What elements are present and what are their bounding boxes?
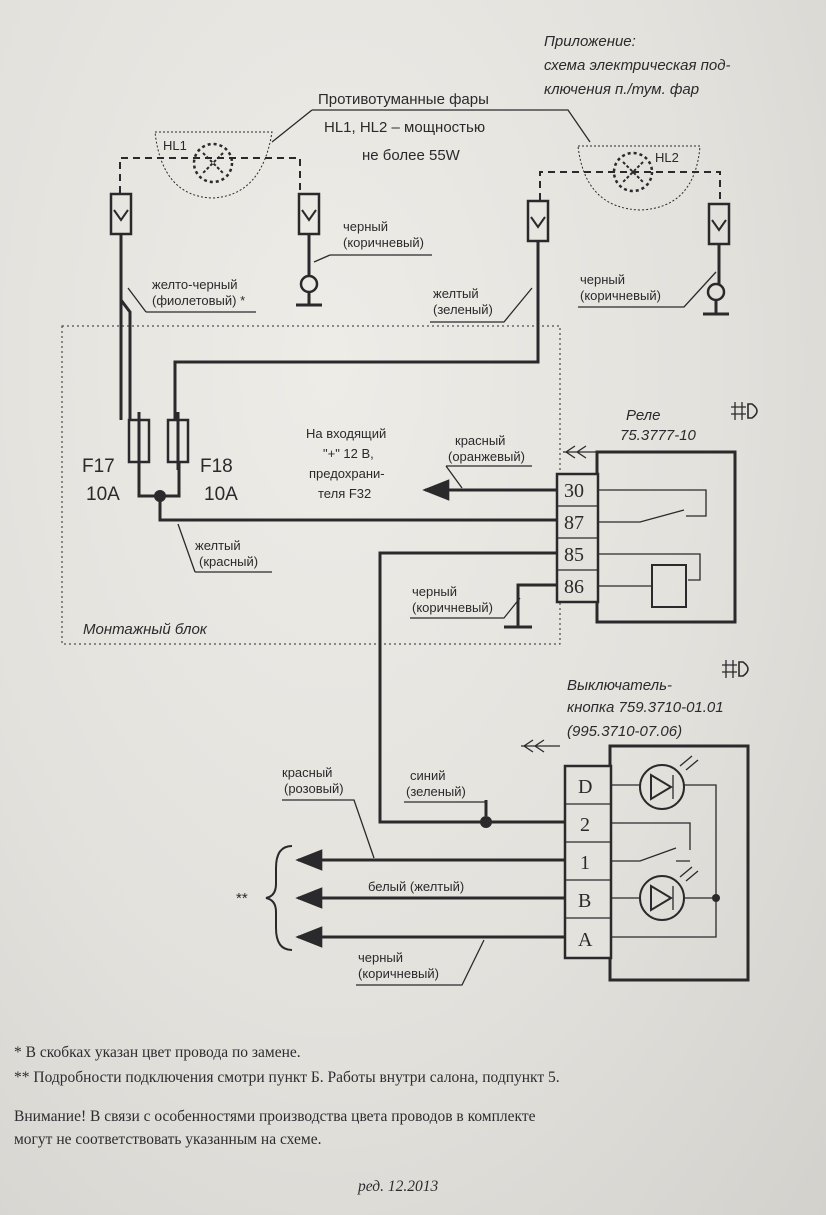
svg-text:(995.3710-07.06): (995.3710-07.06) [567, 723, 682, 740]
relay-terminal-30: 30 [564, 480, 584, 502]
svg-text:желтый: желтый [433, 286, 479, 301]
svg-text:желто-черный: желто-черный [152, 277, 237, 292]
warning-line-2: могут не соответствовать указанным на сх… [14, 1131, 322, 1148]
svg-text:(оранжевый): (оранжевый) [448, 449, 525, 464]
connector-hl2-right [707, 202, 731, 246]
fuse-f18: F18 10A [166, 412, 238, 505]
connector-hl2-left [526, 199, 550, 243]
svg-text:F18: F18 [200, 456, 233, 477]
svg-text:Противотуманные фары: Противотуманные фары [318, 91, 489, 108]
lamp-hl2-icon [612, 151, 654, 193]
svg-text:10A: 10A [86, 484, 120, 505]
ground-hl1 [296, 234, 322, 307]
svg-text:теля F32: теля F32 [318, 486, 371, 501]
svg-text:красный: красный [282, 765, 332, 780]
svg-text:предохрани-: предохрани- [309, 466, 385, 481]
switch-terminal-b: B [578, 890, 591, 912]
svg-text:(коричневый): (коричневый) [358, 966, 439, 981]
svg-text:"+" 12 В,: "+" 12 В, [323, 446, 374, 461]
ground-hl2 [703, 244, 729, 316]
svg-text:(розовый): (розовый) [284, 781, 344, 796]
svg-text:Приложение:: Приложение: [544, 33, 636, 50]
fuse-junction [154, 490, 166, 502]
svg-text:(фиолетовый) *: (фиолетовый) * [152, 293, 245, 308]
ground-relay-86 [504, 583, 557, 629]
svg-text:черный: черный [358, 950, 403, 965]
switch-terminal-a: A [578, 929, 593, 951]
svg-text:Выключатель-: Выключатель- [567, 677, 672, 694]
svg-text:(зеленый): (зеленый) [433, 302, 493, 317]
svg-text:HL1, HL2 – мощностью: HL1, HL2 – мощностью [324, 119, 485, 136]
svg-text:черный: черный [412, 584, 457, 599]
connector-hl1-left [109, 192, 133, 236]
switch-terminal-1: 1 [580, 852, 590, 874]
switch-symbol-icon [722, 660, 749, 678]
svg-text:F17: F17 [82, 456, 115, 477]
wires [119, 234, 565, 948]
svg-text:желтый: желтый [195, 538, 241, 553]
lamp-hl2: HL2 [539, 145, 721, 211]
svg-text:75.3777-10: 75.3777-10 [620, 427, 697, 444]
led-upper-icon [639, 755, 699, 810]
svg-text:белый (желтый): белый (желтый) [368, 879, 464, 894]
edition-date: ред. 12.2013 [358, 1178, 439, 1195]
svg-text:(коричневый): (коричневый) [580, 288, 661, 303]
svg-text:**: ** [236, 890, 248, 907]
svg-text:не более 55W: не более 55W [362, 147, 461, 164]
relay-symbol-icon [731, 402, 758, 420]
svg-text:Реле: Реле [626, 407, 660, 424]
relay: Реле 75.3777-10 30 87 85 86 [555, 402, 758, 624]
lamp-hl1-icon [192, 142, 234, 184]
svg-text:синий: синий [410, 768, 445, 783]
svg-text:(коричневый): (коричневый) [343, 235, 424, 250]
svg-text:черный: черный [580, 272, 625, 287]
svg-text:HL1: HL1 [163, 138, 187, 153]
svg-text:схема электрическая под-: схема электрическая под- [544, 57, 731, 74]
appendix-heading: Приложение: схема электрическая под- клю… [544, 33, 731, 98]
relay-terminal-85: 85 [564, 544, 584, 566]
svg-text:10A: 10A [204, 484, 238, 505]
svg-text:На входящий: На входящий [306, 426, 386, 441]
svg-text:ключения п./тум. фар: ключения п./тум. фар [544, 81, 699, 98]
svg-text:(зеленый): (зеленый) [406, 784, 466, 799]
switch-button: Выключатель- кнопка 759.3710-01.01 (995.… [521, 660, 750, 982]
mounting-block-label: Монтажный блок [83, 621, 208, 638]
note-2: ** Подробности подключения смотри пункт … [14, 1069, 560, 1086]
warning-line-1: Внимание! В связи с особенностями произв… [14, 1108, 536, 1125]
connector-hl1-right [297, 192, 321, 236]
input-note: На входящий "+" 12 В, предохрани- теля F… [306, 426, 386, 501]
fuse-f17: F17 10A [82, 412, 151, 505]
switch-terminal-d: D [578, 776, 592, 798]
note-1: * В скобках указан цвет провода по замен… [14, 1044, 301, 1061]
double-star-brace: ** [236, 845, 293, 951]
switch-terminal-2: 2 [580, 814, 590, 836]
relay-terminal-86: 86 [564, 576, 584, 598]
relay-terminal-87: 87 [564, 512, 584, 534]
svg-text:(красный): (красный) [199, 554, 258, 569]
mounting-block-outline [61, 325, 561, 645]
svg-text:HL2: HL2 [655, 150, 679, 165]
svg-text:кнопка 759.3710-01.01: кнопка 759.3710-01.01 [567, 699, 724, 716]
wire-labels: черный (коричневый) желто-черный (фиолет… [127, 219, 717, 986]
svg-text:(коричневый): (коричневый) [412, 600, 493, 615]
lamp-hl1: HL1 [119, 131, 301, 199]
led-lower-icon [639, 866, 699, 921]
fog-lights-title: Противотуманные фары HL1, HL2 – мощность… [271, 91, 591, 164]
plug-arrow-icon [521, 739, 560, 753]
svg-text:черный: черный [343, 219, 388, 234]
svg-text:красный: красный [455, 433, 505, 448]
